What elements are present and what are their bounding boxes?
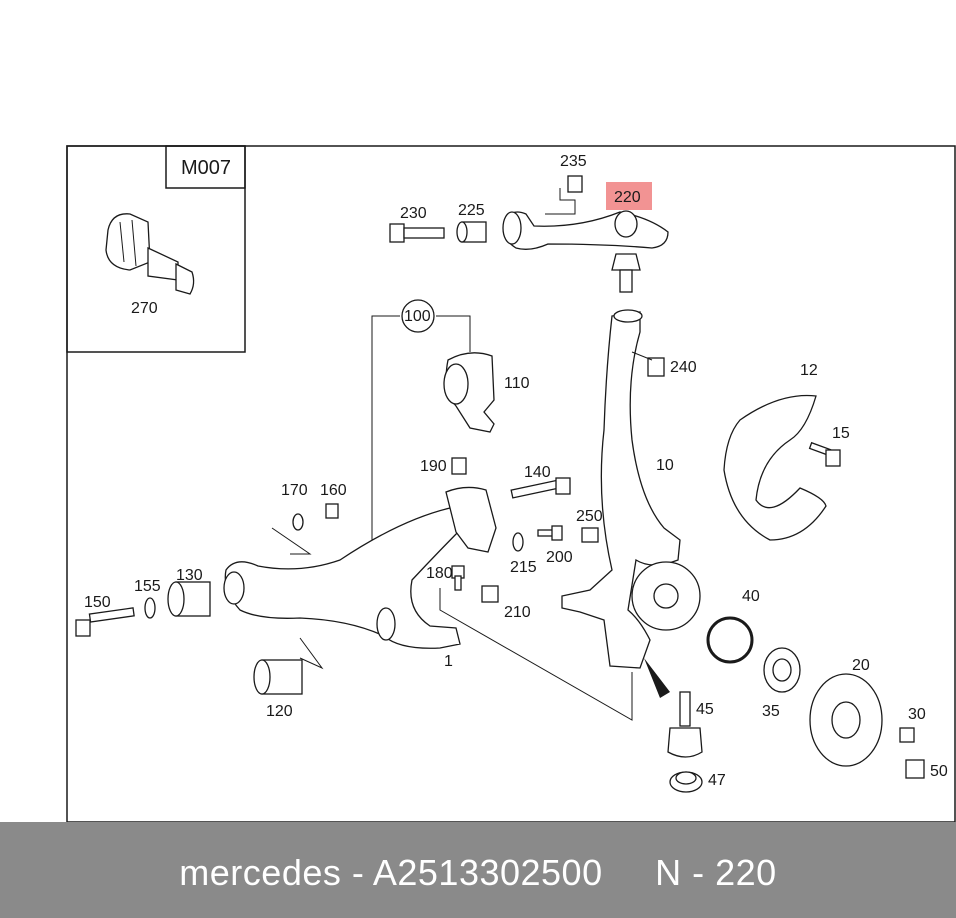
label-35: 35 xyxy=(762,703,780,720)
label-180: 180 xyxy=(426,565,453,582)
washer-155 xyxy=(144,597,156,619)
nut-160 xyxy=(325,503,339,519)
bushing-110 xyxy=(443,352,495,433)
label-10: 10 xyxy=(656,457,674,474)
footer-bar: mercedes - A2513302500 N - 220 xyxy=(0,822,956,918)
label-40: 40 xyxy=(742,588,760,605)
washer-170 xyxy=(292,513,304,531)
upper-control-arm xyxy=(502,210,669,293)
inset-code: M007 xyxy=(181,157,231,179)
bolt-230 xyxy=(389,223,445,243)
footer-part-number: A2513302500 xyxy=(372,852,603,893)
bearing-35 xyxy=(763,647,801,693)
bolt-140 xyxy=(510,477,571,499)
label-240: 240 xyxy=(670,359,697,376)
label-155: 155 xyxy=(134,578,161,595)
label-190: 190 xyxy=(420,458,447,475)
label-45: 45 xyxy=(696,701,714,718)
footer-caption: mercedes - A2513302500 N - 220 xyxy=(179,852,777,893)
label-110: 110 xyxy=(504,375,530,392)
label-47: 47 xyxy=(708,772,726,789)
nut-235 xyxy=(545,175,583,215)
bushing-225 xyxy=(456,221,487,243)
washer-215 xyxy=(512,532,524,552)
bushing-130 xyxy=(167,581,211,617)
label-100: 100 xyxy=(404,308,431,325)
label-230: 230 xyxy=(400,205,427,222)
label-20: 20 xyxy=(852,657,870,674)
bushing-120 xyxy=(253,637,324,695)
inset-frame xyxy=(66,145,246,353)
cv-joint-270 xyxy=(105,213,195,295)
bolt-150 xyxy=(75,607,135,637)
label-220: 220 xyxy=(614,189,641,206)
steering-knuckle-10 xyxy=(561,309,701,669)
label-225: 225 xyxy=(458,202,485,219)
label-130: 130 xyxy=(176,567,203,584)
label-270: 270 xyxy=(131,300,158,317)
bracket-100 xyxy=(371,315,400,560)
label-1: 1 xyxy=(444,653,453,670)
label-170: 170 xyxy=(281,482,308,499)
inset-code-box xyxy=(165,145,246,189)
label-160: 160 xyxy=(320,482,347,499)
ball-joint-45 xyxy=(644,658,703,758)
nut-240 xyxy=(631,351,665,377)
callout-100 xyxy=(401,299,435,333)
highlight-220 xyxy=(606,182,652,210)
label-15: 15 xyxy=(832,425,850,442)
brake-shield-12 xyxy=(723,394,827,541)
label-235: 235 xyxy=(560,153,587,170)
nut-47 xyxy=(669,771,703,793)
footer-brand: mercedes xyxy=(179,852,342,893)
label-250: 250 xyxy=(576,508,603,525)
bolt-30 xyxy=(899,727,915,743)
label-215: 215 xyxy=(510,559,537,576)
bolt-180 xyxy=(451,565,465,591)
lower-control-arm-1 xyxy=(223,486,497,649)
label-50: 50 xyxy=(930,763,948,780)
bolt-15 xyxy=(808,441,841,467)
label-200: 200 xyxy=(546,549,573,566)
nut-50 xyxy=(905,759,925,779)
footer-position: N - 220 xyxy=(655,852,777,893)
label-150: 150 xyxy=(84,594,111,611)
nut-250 xyxy=(581,527,599,543)
nut-190 xyxy=(451,457,467,475)
label-30: 30 xyxy=(908,706,926,723)
snap-ring-40 xyxy=(706,616,754,664)
bolt-200 xyxy=(537,525,563,541)
label-12: 12 xyxy=(800,362,818,379)
label-120: 120 xyxy=(266,703,293,720)
wheel-hub-20 xyxy=(809,673,883,767)
nut-210 xyxy=(481,585,499,603)
label-140: 140 xyxy=(524,464,551,481)
label-210: 210 xyxy=(504,604,531,621)
